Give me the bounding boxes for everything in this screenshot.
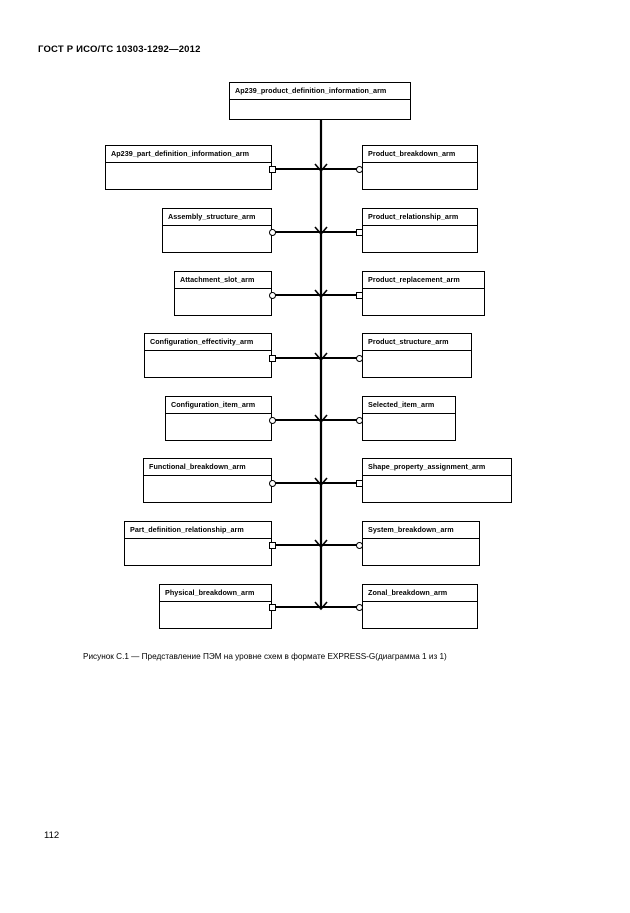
entity-box-functional-breakdown-arm[interactable]: Functional_breakdown_arm: [143, 458, 272, 503]
entity-title: Product_relationship_arm: [363, 209, 477, 226]
entity-title: Ap239_product_definition_information_arm: [230, 83, 410, 100]
entity-title: Functional_breakdown_arm: [144, 459, 271, 476]
entity-title: Zonal_breakdown_arm: [363, 585, 477, 602]
connector-stub-left-1: [269, 166, 276, 173]
entity-title: Ap239_part_definition_information_arm: [106, 146, 271, 163]
entity-box-configuration-item-arm[interactable]: Configuration_item_arm: [165, 396, 272, 441]
connector-stub-left-4: [269, 355, 276, 362]
connector-stub-right-1: [356, 166, 363, 173]
entity-title: Product_structure_arm: [363, 334, 471, 351]
entity-box-product-breakdown-arm[interactable]: Product_breakdown_arm: [362, 145, 478, 190]
trunk-junction-8: [314, 601, 328, 611]
entity-title: Attachment_slot_arm: [175, 272, 271, 289]
connector-stub-right-8: [356, 604, 363, 611]
trunk-junction-6: [314, 477, 328, 487]
trunk-junction-3: [314, 289, 328, 299]
entity-title: Selected_item_arm: [363, 397, 455, 414]
page-header: ГОСТ Р ИСО/ТС 10303-1292—2012: [38, 44, 201, 55]
entity-box-part-definition-relationship-arm[interactable]: Part_definition_relationship_arm: [124, 521, 272, 566]
connector-stub-left-5: [269, 417, 276, 424]
entity-box-product-relationship-arm[interactable]: Product_relationship_arm: [362, 208, 478, 253]
entity-box-assembly-structure-arm[interactable]: Assembly_structure_arm: [162, 208, 272, 253]
entity-box-system-breakdown-arm[interactable]: System_breakdown_arm: [362, 521, 480, 566]
entity-box-root[interactable]: Ap239_product_definition_information_arm: [229, 82, 411, 120]
entity-title: System_breakdown_arm: [363, 522, 479, 539]
entity-box-product-replacement-arm[interactable]: Product_replacement_arm: [362, 271, 485, 316]
trunk-junction-7: [314, 539, 328, 549]
trunk-junction-1: [314, 163, 328, 173]
page-number: 112: [44, 830, 60, 841]
entity-title: Physical_breakdown_arm: [160, 585, 271, 602]
connector-stub-right-4: [356, 355, 363, 362]
connector-stub-left-2: [269, 229, 276, 236]
connector-stub-right-3: [356, 292, 363, 299]
connector-stub-right-7: [356, 542, 363, 549]
trunk-junction-4: [314, 352, 328, 362]
connector-stub-right-5: [356, 417, 363, 424]
entity-title: Part_definition_relationship_arm: [125, 522, 271, 539]
trunk-junction-5: [314, 414, 328, 424]
entity-box-product-structure-arm[interactable]: Product_structure_arm: [362, 333, 472, 378]
trunk-junction-2: [314, 226, 328, 236]
entity-box-shape-property-assignment-arm[interactable]: Shape_property_assignment_arm: [362, 458, 512, 503]
entity-title: Shape_property_assignment_arm: [363, 459, 511, 476]
entity-box-physical-breakdown-arm[interactable]: Physical_breakdown_arm: [159, 584, 272, 629]
entity-title: Assembly_structure_arm: [163, 209, 271, 226]
figure-caption: Рисунок С.1 — Представление ПЭМ на уровн…: [83, 652, 447, 661]
connector-stub-left-3: [269, 292, 276, 299]
entity-box-ap239-part-definition-information-arm[interactable]: Ap239_part_definition_information_arm: [105, 145, 272, 190]
entity-title: Configuration_effectivity_arm: [145, 334, 271, 351]
entity-box-zonal-breakdown-arm[interactable]: Zonal_breakdown_arm: [362, 584, 478, 629]
entity-box-attachment-slot-arm[interactable]: Attachment_slot_arm: [174, 271, 272, 316]
connector-stub-left-8: [269, 604, 276, 611]
connector-stub-right-6: [356, 480, 363, 487]
connector-stub-left-6: [269, 480, 276, 487]
connector-stub-left-7: [269, 542, 276, 549]
entity-title: Product_breakdown_arm: [363, 146, 477, 163]
entity-box-configuration-effectivity-arm[interactable]: Configuration_effectivity_arm: [144, 333, 272, 378]
connector-stub-right-2: [356, 229, 363, 236]
entity-title: Product_replacement_arm: [363, 272, 484, 289]
entity-title: Configuration_item_arm: [166, 397, 271, 414]
entity-box-selected-item-arm[interactable]: Selected_item_arm: [362, 396, 456, 441]
